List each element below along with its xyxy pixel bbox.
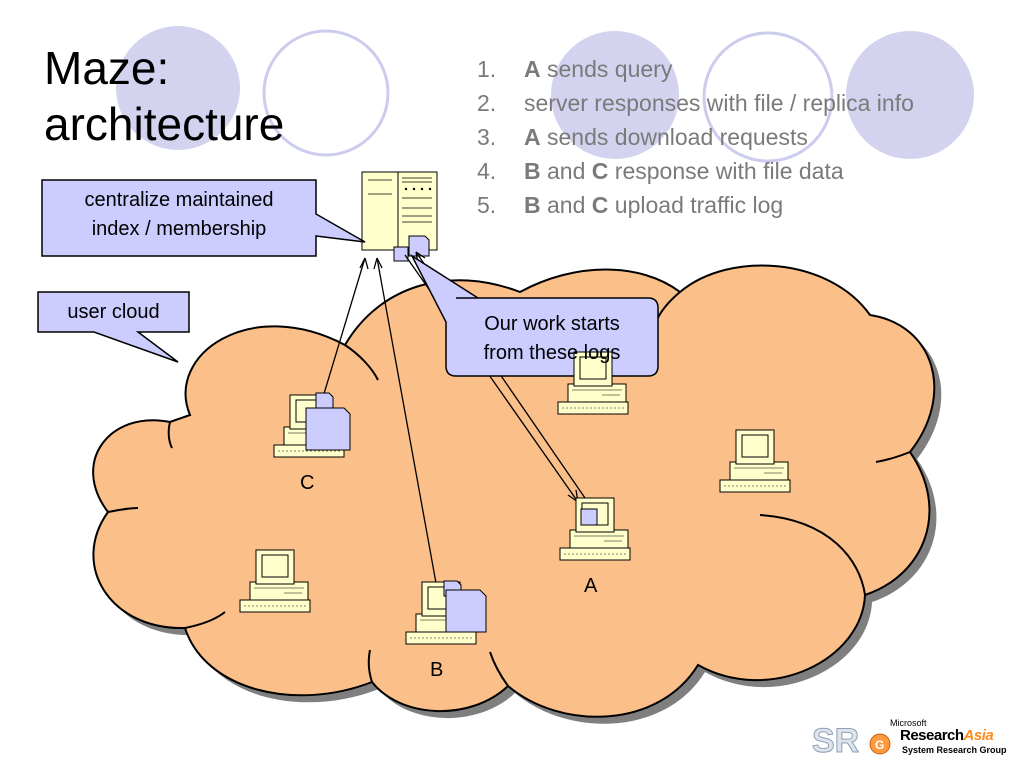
index-callout-text: centralize maintained index / membership [84,189,274,240]
step-node-name: B [524,192,541,218]
computer-b [405,580,487,645]
step-item: 5. B and C upload traffic log [477,188,914,222]
step-text: sends query [540,56,673,82]
logs-callout-text: Our work starts from these logs [483,313,621,364]
step-node-name: A [524,56,541,82]
logo-research: ResearchAsia [900,727,994,744]
step-text: and [540,192,592,218]
step-node-name: B [524,158,541,184]
step-item: 2. server responses with file / replica i… [477,86,914,120]
decorative-circles [116,26,974,163]
computer-c [273,392,351,458]
step-text: response with file data [608,158,844,184]
logs-callout-shape [410,253,659,377]
step-item: 3. A sends download requests [477,120,914,154]
step-number: 5. [477,192,497,218]
step-node-name: A [524,124,541,150]
step-item: 1. A sends query [477,52,914,86]
slide-title: Maze: architecture [44,42,285,150]
svg-text:G: G [875,738,884,752]
index-callout-shape [41,179,366,257]
steps-list: 1. A sends query 2. server responses with f… [477,52,914,222]
step-text: upload traffic log [608,192,784,218]
step-text: server responses with file / replica inf… [524,90,914,116]
step-number: 2. [477,90,497,116]
user-cloud-callout-text: user cloud [67,301,160,323]
logo-microsoft: Microsoft [890,718,927,728]
step-number: 1. [477,56,497,82]
step-number: 4. [477,158,497,184]
step-text: sends download requests [540,124,808,150]
svg-text:SR: SR [812,722,859,760]
logo-group: System Research Group [902,745,1007,755]
step-node-name: C [591,192,609,218]
computer-a [559,497,631,561]
step-text: and [540,158,592,184]
user-cloud-callout-shape [37,291,190,363]
node-label-c: C [300,472,315,494]
step-number: 3. [477,124,497,150]
step-item: 4. B and C response with file data [477,154,914,188]
log-document-icon [393,235,430,262]
step-node-name: C [591,158,609,184]
node-label-a: A [584,575,598,597]
node-label-b: B [430,659,444,681]
srg-logo-icon: SR G [812,722,891,761]
